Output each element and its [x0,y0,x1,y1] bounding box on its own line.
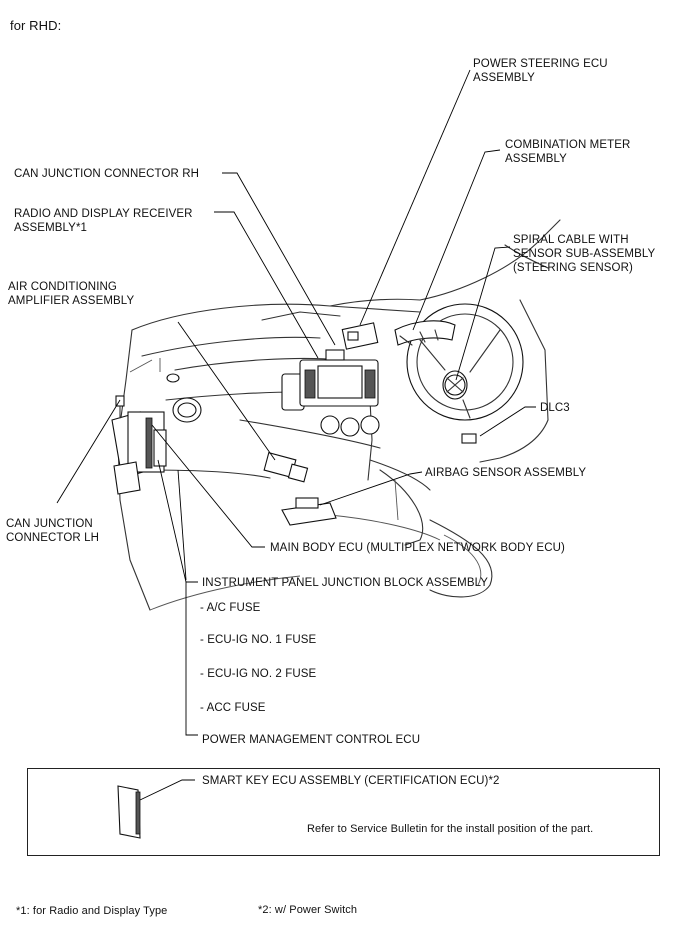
label-line: CAN JUNCTION CONNECTOR RH [14,168,200,180]
footnote-text: *1: for Radio and Display Type [16,905,168,917]
label-ecu-ig2-fuse: - ECU-IG NO. 2 FUSE [200,667,316,681]
label-line: ASSEMBLY [473,72,535,84]
label-instrument-panel-jb: INSTRUMENT PANEL JUNCTION BLOCK ASSEMBLY [202,576,488,590]
label-line: MAIN BODY ECU (MULTIPLEX NETWORK BODY EC… [270,542,565,554]
label-ecu-ig1-fuse: - ECU-IG NO. 1 FUSE [200,633,316,647]
airbag-sensor [281,497,337,526]
footnote-2: *2: w/ Power Switch [258,903,357,917]
label-line: AIR CONDITIONING [8,281,117,293]
combination-meter [394,320,456,346]
label-line: - A/C FUSE [200,602,261,614]
page-header: for RHD: [10,19,61,33]
label-line: POWER MANAGEMENT CONTROL ECU [202,734,421,746]
air-vents [166,373,380,437]
footnote-1: *1: for Radio and Display Type [16,904,167,918]
label-combination-meter: COMBINATION METER ASSEMBLY [505,138,630,166]
label-smart-key-ecu: SMART KEY ECU ASSEMBLY (CERTIFICATION EC… [202,774,500,788]
label-airbag-sensor: AIRBAG SENSOR ASSEMBLY [425,466,586,480]
label-line: ASSEMBLY*1 [14,222,88,234]
label-ac-fuse: - A/C FUSE [200,601,260,615]
label-line: ASSEMBLY [505,153,567,165]
label-power-mgmt-ecu: POWER MANAGEMENT CONTROL ECU [202,733,420,747]
label-dlc3: DLC3 [540,401,570,415]
label-power-steering-ecu: POWER STEERING ECU ASSEMBLY [473,57,608,85]
junction-block [111,395,167,495]
label-main-body-ecu: MAIN BODY ECU (MULTIPLEX NETWORK BODY EC… [270,541,565,555]
label-line: DLC3 [540,402,570,414]
label-line: COMBINATION METER [505,139,631,151]
header-text: for RHD: [10,18,62,33]
label-spiral-cable: SPIRAL CABLE WITH SENSOR SUB-ASSEMBLY (S… [513,233,655,275]
radio-display-receiver [281,349,379,411]
service-bulletin-note: Refer to Service Bulletin for the instal… [307,822,593,836]
footnote-text: *2: w/ Power Switch [258,904,358,916]
label-air-conditioning-amp: AIR CONDITIONING AMPLIFIER ASSEMBLY [8,280,134,308]
label-line: AMPLIFIER ASSEMBLY [8,295,135,307]
label-line: AIRBAG SENSOR ASSEMBLY [425,467,587,479]
label-acc-fuse: - ACC FUSE [200,701,266,715]
dlc3-connector [461,433,477,444]
label-line: CAN JUNCTION [6,518,93,530]
label-line: SPIRAL CABLE WITH [513,234,629,246]
label-line: SMART KEY ECU ASSEMBLY (CERTIFICATION EC… [202,775,500,787]
label-line: - ECU-IG NO. 2 FUSE [200,668,317,680]
smart-key-ecu-drawing [117,785,141,839]
label-can-junction-rh: CAN JUNCTION CONNECTOR RH [14,167,199,181]
label-line: (STEERING SENSOR) [513,262,633,274]
label-line: - ECU-IG NO. 1 FUSE [200,634,317,646]
label-line: - ACC FUSE [200,702,266,714]
label-line: SENSOR SUB-ASSEMBLY [513,248,656,260]
label-radio-display-receiver: RADIO AND DISPLAY RECEIVER ASSEMBLY*1 [14,207,193,235]
smart-key-note-box [27,768,660,856]
label-can-junction-lh: CAN JUNCTION CONNECTOR LH [6,517,99,545]
spiral-cable [444,374,466,396]
label-line: CONNECTOR LH [6,532,99,544]
label-line: RADIO AND DISPLAY RECEIVER [14,208,193,220]
label-line: POWER STEERING ECU [473,58,608,70]
power-steering-ecu [341,322,379,350]
leader-lines [56,69,536,801]
label-line: Refer to Service Bulletin for the instal… [307,823,594,835]
label-line: INSTRUMENT PANEL JUNCTION BLOCK ASSEMBLY [202,577,489,589]
ac-amplifier [263,452,309,483]
